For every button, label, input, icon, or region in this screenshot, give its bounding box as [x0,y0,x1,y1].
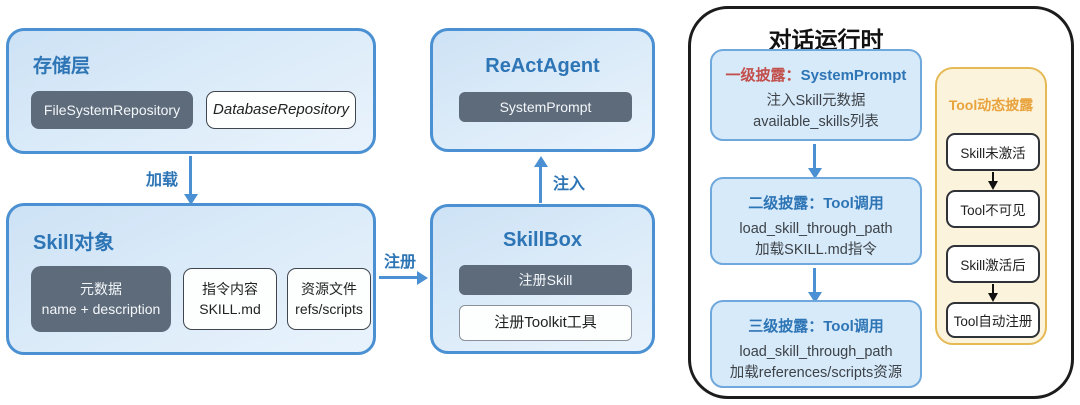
step-skill-activated-label: Skill激活后 [960,258,1026,273]
step-skill-inactive: Skill未激活 [946,133,1040,171]
skill-metadata-node: 元数据 name + description [31,266,171,332]
stage2-line2: 加载SKILL.md指令 [755,241,877,258]
stage2-arrow-line [813,268,816,294]
stage-level3-disclosure: 三级披露：Tool调用 load_skill_through_path 加载re… [710,300,922,388]
skill-resources-line2: refs/scripts [295,301,363,317]
load-arrow-line [189,156,192,196]
stage3-label-name: Tool调用 [823,318,884,335]
skillbox-title: SkillBox [503,229,582,251]
skill-metadata-line1: 元数据 [80,280,122,297]
system-prompt-node: SystemPrompt [459,92,632,122]
inject-arrow-line [539,166,542,203]
stage1-line1: 注入Skill元数据 [766,93,866,109]
stage3-label-prefix: 三级披露： [748,318,824,335]
stage1-body: 注入Skill元数据 available_skills列表 [712,91,920,132]
stage1-label-name: SystemPrompt [800,67,907,84]
load-arrow-head [183,194,198,205]
skill-resources-node: 资源文件 refs/scripts [287,268,371,330]
tool-disclosure-title: Tool动态披露 [948,97,1034,113]
load-arrow-label: 加载 [146,172,179,189]
tool-arrow1-line [991,172,994,182]
skill-instruction-node: 指令内容 SKILL.md [183,268,277,330]
tool-arrow2-head [987,293,998,302]
register-skill-node: 注册Skill [459,265,632,295]
tool-arrow2-line [991,284,994,294]
skill-metadata-line2: name + description [41,301,161,317]
stage-level2-disclosure: 二级披露：Tool调用 load_skill_through_path 加载SK… [710,177,922,265]
step-tool-auto-register-label: Tool自动注册 [953,314,1033,329]
stage2-label: 二级披露：Tool调用 [712,192,920,213]
stage1-line2: available_skills列表 [753,113,879,130]
stage3-body: load_skill_through_path 加载references/scr… [712,342,920,383]
register-skill-label: 注册Skill [518,271,573,288]
stage2-arrow-head [807,292,822,303]
stage1-arrow-head [807,168,822,179]
skill-object-title: Skill对象 [33,232,115,254]
stage3-line1: load_skill_through_path [739,344,893,360]
stage-level1-disclosure: 一级披露：SystemPrompt 注入Skill元数据 available_s… [710,49,922,141]
stage3-label: 三级披露：Tool调用 [712,315,920,336]
database-repository-node: DatabaseRepository [206,91,356,129]
step-tool-invisible-label: Tool不可见 [960,203,1026,218]
step-tool-auto-register: Tool自动注册 [946,302,1040,338]
filesystem-repository-node: FileSystemRepository [31,91,193,129]
stage1-label-prefix: 一级披露： [725,67,801,84]
register-arrow-line [379,276,419,279]
register-arrow-label: 注册 [384,254,417,271]
stage2-label-name: Tool调用 [823,195,884,212]
tool-arrow1-head [987,181,998,190]
react-agent-box: ReActAgent SystemPrompt [430,28,655,152]
stage1-label: 一级披露：SystemPrompt [712,64,920,85]
skill-instruction-line2: SKILL.md [199,301,261,317]
dialog-runtime-title: 对话运行时 [768,27,884,53]
register-toolkit-label: 注册Toolkit工具 [494,314,597,332]
stage1-arrow-line [813,144,816,170]
system-prompt-label: SystemPrompt [499,98,592,115]
stage2-line1: load_skill_through_path [739,221,893,237]
database-repository-label: DatabaseRepository [213,101,349,119]
register-arrow-head [417,270,428,285]
skill-object-box: Skill对象 元数据 name + description 指令内容 SKIL… [6,203,376,355]
storage-layer-box: 存储层 FileSystemRepository DatabaseReposit… [6,28,376,154]
step-tool-invisible: Tool不可见 [946,190,1040,228]
react-agent-title: ReActAgent [485,55,600,77]
skillbox-box: SkillBox 注册Skill 注册Toolkit工具 [430,204,655,354]
inject-arrow-label: 注入 [553,176,586,193]
skill-instruction-line1: 指令内容 [202,280,258,297]
step-skill-activated: Skill激活后 [946,245,1040,283]
stage2-body: load_skill_through_path 加载SKILL.md指令 [712,219,920,260]
step-skill-inactive-label: Skill未激活 [960,146,1026,161]
stage2-label-prefix: 二级披露： [748,195,824,212]
skill-resources-line1: 资源文件 [301,280,357,297]
storage-layer-title: 存储层 [33,56,91,77]
inject-arrow-head [533,156,548,167]
tool-dynamic-disclosure-panel: Tool动态披露 Skill未激活 Tool不可见 Skill激活后 Tool自… [935,67,1047,345]
stage3-line2: 加载references/scripts资源 [729,364,903,381]
filesystem-repository-label: FileSystemRepository [43,101,181,118]
dialog-runtime-panel: 对话运行时 一级披露：SystemPrompt 注入Skill元数据 avail… [688,6,1074,399]
register-toolkit-node: 注册Toolkit工具 [459,305,632,341]
